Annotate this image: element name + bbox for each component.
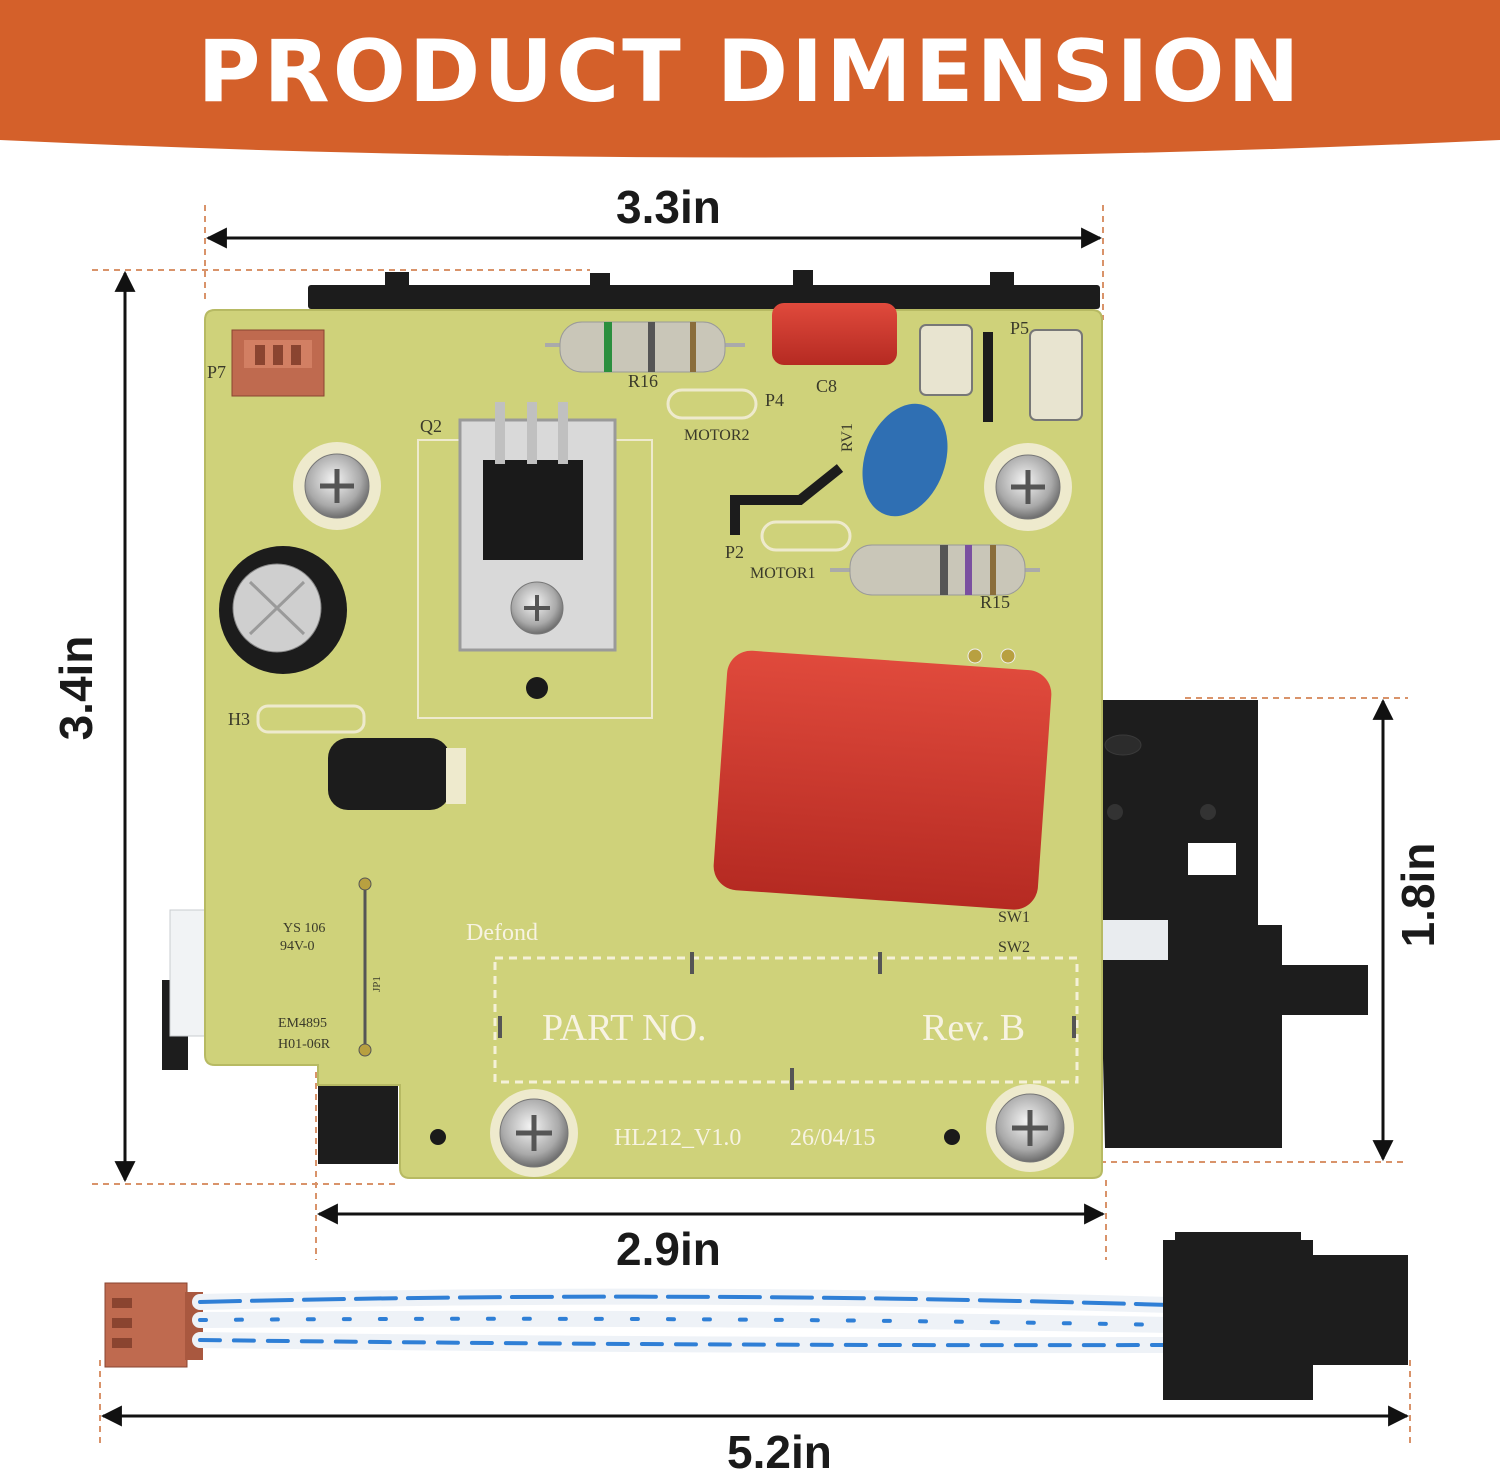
screw-top-right	[984, 443, 1072, 531]
label-r15: R15	[980, 592, 1010, 612]
resistor-r16	[545, 321, 745, 373]
label-h3: H3	[228, 709, 250, 729]
bottom-tab	[318, 1082, 398, 1164]
banner-background	[0, 0, 1500, 158]
h3-pad	[256, 704, 366, 734]
label-motor2: MOTOR2	[684, 427, 750, 444]
mount-hole-left	[430, 1129, 446, 1145]
switch-housing	[1095, 700, 1368, 1148]
label-ys106: YS 106	[283, 921, 325, 936]
terminal-divider	[983, 332, 993, 422]
cable-connector-right	[1163, 1232, 1408, 1400]
mount-hole-right	[944, 1129, 960, 1145]
jp1-pad-bottom	[358, 1043, 372, 1057]
label-sw1: SW1	[998, 909, 1030, 926]
motor2-pads	[666, 388, 852, 552]
cable-connector-left	[104, 1282, 203, 1368]
label-model: HL212_V1.0	[614, 1125, 741, 1151]
screw-top-left	[293, 442, 381, 530]
spade-terminals	[919, 324, 1083, 421]
label-p7: P7	[207, 362, 226, 382]
label-p4: P4	[765, 390, 784, 410]
dimension-cable-length: 5.2in	[727, 1426, 832, 1478]
cable-wires	[192, 1288, 1178, 1354]
dimension-bottom-width: 2.9in	[616, 1223, 721, 1275]
p7-connector	[231, 329, 325, 397]
left-clip	[162, 909, 209, 1070]
label-em4895: EM4895	[278, 1016, 327, 1031]
label-c8: C8	[816, 376, 837, 396]
label-r16: R16	[628, 371, 658, 391]
banner-title: PRODUCT DIMENSION	[197, 22, 1303, 122]
label-sw2: SW2	[998, 939, 1030, 956]
q2-heatsink	[417, 402, 653, 719]
top-mounting-rail	[308, 270, 1100, 309]
label-jp1: JP1	[371, 976, 383, 992]
varistor-rv1	[862, 403, 948, 517]
electrolytic-capacitor-small	[328, 738, 466, 810]
label-part-no: PART NO.	[542, 1007, 707, 1049]
jp1-pad-top	[358, 877, 372, 891]
dimension-guides	[92, 205, 1411, 1445]
label-date: 26/04/15	[790, 1125, 875, 1151]
label-p2: P2	[725, 542, 744, 562]
pcb-board	[204, 309, 1103, 1179]
dimension-arrows	[100, 227, 1410, 1427]
label-94v0: 94V-0	[280, 939, 315, 954]
label-h01: H01-06R	[278, 1037, 331, 1052]
label-p5: P5	[1010, 318, 1029, 338]
title-banner: PRODUCT DIMENSION	[0, 0, 1500, 175]
x-capacitor	[713, 648, 1052, 910]
capacitor-c8	[772, 303, 897, 365]
label-motor1: MOTOR1	[750, 565, 816, 582]
silkscreen-line	[730, 464, 844, 535]
board-markers	[498, 952, 1076, 1090]
dimension-right-height: 1.8in	[1392, 842, 1444, 948]
label-rev: Rev. B	[922, 1007, 1025, 1049]
dimension-left-height: 3.4in	[50, 635, 102, 741]
screw-bottom-right	[986, 1084, 1074, 1172]
label-defond: Defond	[466, 920, 538, 946]
part-number-box	[493, 956, 1079, 1084]
label-q2: Q2	[420, 416, 442, 436]
cable-assembly	[104, 1232, 1408, 1400]
screw-bottom-left	[490, 1089, 578, 1177]
electrolytic-capacitor-large	[219, 546, 347, 674]
label-rv1: RV1	[839, 423, 856, 452]
resistor-r15	[830, 544, 1040, 596]
dimension-top-width: 3.3in	[616, 181, 721, 233]
